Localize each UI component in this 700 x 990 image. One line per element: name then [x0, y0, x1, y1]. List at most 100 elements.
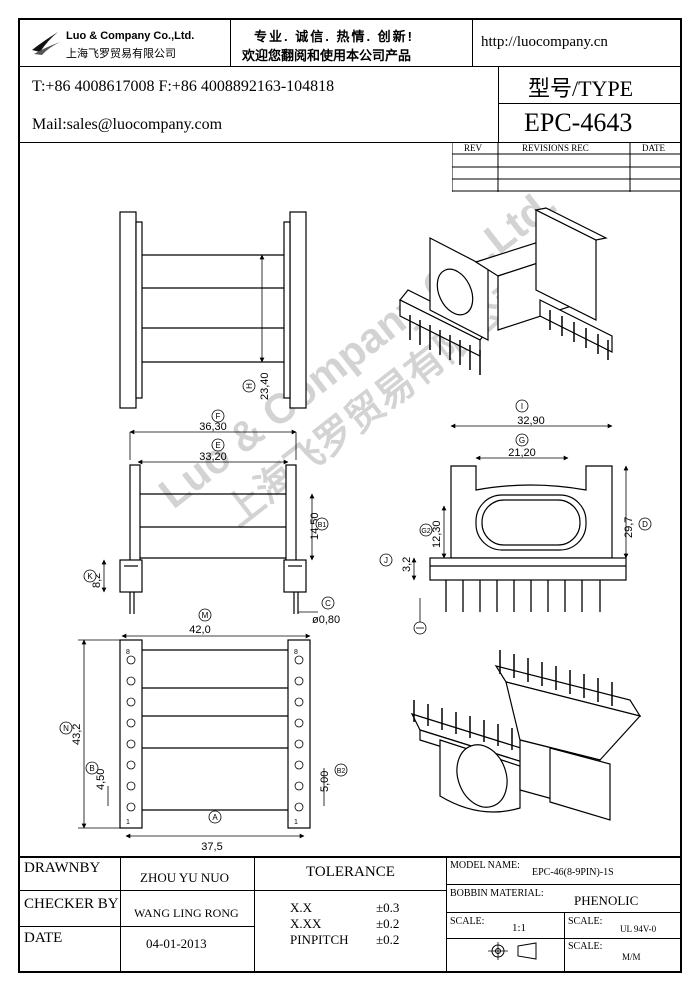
title-block-row — [18, 890, 446, 891]
marker-d-label: D — [642, 520, 648, 529]
marker-a-label: A — [212, 813, 218, 822]
title-block-col — [254, 856, 255, 973]
header-bottom-line — [18, 142, 682, 143]
tolerance-label: TOLERANCE — [306, 864, 395, 880]
header-col-divider — [472, 18, 473, 66]
dim-a-value: 37,5 — [201, 841, 222, 853]
tolerance-key: X.X — [290, 900, 313, 915]
tolerance-key: X.XX — [290, 916, 322, 931]
scale-value: 1:1 — [512, 922, 527, 934]
header-col-divider — [230, 18, 231, 66]
revision-col-rev: REV — [464, 143, 482, 153]
marker-g2-label: G2 — [421, 528, 430, 535]
projection-symbol-icon — [478, 940, 548, 962]
pin-number: 1 — [126, 819, 130, 826]
revision-col-rec: REVISIONS REC — [522, 143, 589, 153]
revision-table: REV REVISIONS REC DATE — [451, 142, 682, 192]
title-block-col — [564, 912, 565, 973]
dim-g-value: 21,20 — [508, 447, 536, 459]
revision-col-date: DATE — [642, 143, 665, 153]
contact-email[interactable]: Mail:sales@luocompany.com — [32, 116, 223, 133]
date-label: DATE — [24, 930, 63, 946]
marker-a-circle: A — [208, 810, 222, 824]
logo-mark-icon — [32, 32, 60, 55]
scale-label: SCALE: — [450, 916, 485, 927]
marker-c-label: C — [325, 599, 331, 608]
title-block-col — [446, 856, 447, 973]
marker-g2-circle: G2 — [419, 523, 433, 537]
marker-g-circle: G — [515, 433, 529, 447]
tolerance-value: ±0.2 — [376, 932, 400, 947]
dim-n-value: 43,2 — [71, 724, 83, 745]
company-slogan: 专业. 诚信. 热情. 创新! — [254, 29, 415, 44]
scale3-value: M/M — [622, 952, 641, 962]
bobbin-material-label: BOBBIN MATERIAL: — [450, 888, 544, 899]
bobbin-material-value: PHENOLIC — [574, 893, 639, 908]
scale3-label: SCALE: — [568, 941, 603, 952]
marker-b2-label: B2 — [337, 768, 346, 775]
company-name-en: Luo & Company Co.,Ltd. — [66, 30, 195, 42]
marker-h-circle: H — [242, 379, 256, 393]
marker-e-circle: E — [211, 438, 225, 452]
marker-f-label: F — [216, 412, 221, 421]
marker-d-circle: D — [638, 517, 652, 531]
company-name-cn: 上海飞罗贸易有限公司 — [66, 48, 176, 60]
datum-marker — [413, 621, 427, 635]
dim-d-value: 29,7 — [623, 517, 635, 538]
title-block-col — [120, 856, 121, 973]
marker-f-circle: F — [211, 409, 225, 423]
dim-m-value: 42,0 — [189, 624, 210, 636]
marker-b-label: B — [89, 764, 94, 773]
company-logo — [30, 28, 62, 56]
pin-number: 8 — [294, 649, 298, 656]
checker-label: CHECKER BY — [24, 896, 119, 912]
company-welcome: 欢迎您翻阅和使用本公司产品 — [242, 48, 412, 63]
type-value: EPC-4643 — [524, 108, 633, 137]
dim-i-value: 32,90 — [517, 415, 545, 427]
marker-i-label: I — [521, 402, 523, 411]
scale2-label: SCALE: — [568, 916, 603, 927]
pin-holes-left — [126, 655, 136, 812]
dim-f-value: 36,30 — [199, 421, 227, 433]
marker-j-circle: J — [379, 553, 393, 567]
dim-h-value: 23,40 — [259, 372, 271, 400]
title-block-row — [446, 884, 682, 885]
front-view — [101, 429, 315, 614]
marker-m-label: M — [202, 611, 209, 620]
marker-b1-circle: B1 — [315, 517, 329, 531]
type-divider — [498, 103, 682, 104]
date-value: 04-01-2013 — [146, 936, 207, 951]
dim-c-value: ø0,80 — [312, 614, 340, 626]
scale2-value: UL 94V-0 — [620, 924, 657, 934]
model-value: EPC-46(8-9PIN)-1S — [532, 867, 614, 878]
drawnby-label: DRAWNBY — [24, 860, 101, 876]
pin-number: 1 — [294, 819, 298, 826]
marker-b2-circle: B2 — [334, 763, 348, 777]
company-website[interactable]: http://luocompany.cn — [481, 34, 608, 50]
isometric-view-bottom — [410, 650, 642, 821]
isometric-view-top — [399, 207, 613, 375]
dim-b2-value: 5,00 — [319, 771, 331, 792]
end-view — [411, 423, 629, 622]
marker-e-label: E — [215, 441, 220, 450]
marker-b-circle: B — [85, 761, 99, 775]
marker-g-label: G — [519, 436, 525, 445]
checker-value: WANG LING RONG — [134, 906, 239, 920]
drawnby-value: ZHOU YU NUO — [140, 870, 230, 885]
type-label: 型号/TYPE — [528, 76, 634, 101]
tolerance-value: ±0.3 — [376, 900, 400, 915]
marker-k-circle: K — [83, 569, 97, 583]
dim-j-value: 3,2 — [401, 557, 413, 572]
side-view — [119, 211, 307, 409]
title-block-row — [18, 926, 254, 927]
dim-e-value: 33,20 — [199, 451, 227, 463]
tolerance-key: PINPITCH — [290, 932, 349, 947]
header-divider — [18, 66, 682, 67]
bottom-view — [78, 633, 325, 839]
dim-b-value: 4,50 — [95, 769, 107, 790]
marker-n-circle: N — [59, 721, 73, 735]
marker-b1-label: B1 — [318, 522, 327, 529]
marker-i-circle: I — [515, 399, 529, 413]
marker-n-label: N — [63, 724, 69, 733]
